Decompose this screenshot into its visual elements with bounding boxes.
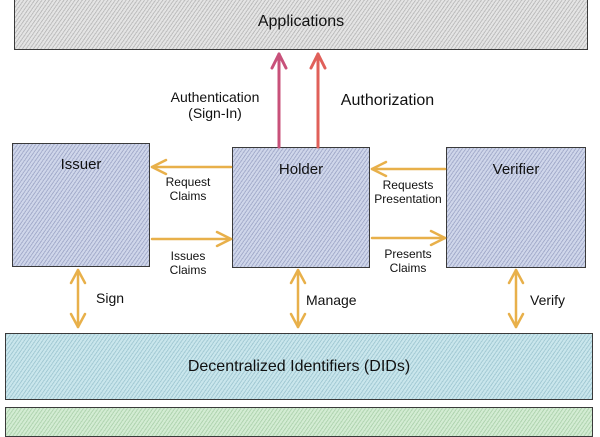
authentication-arrow [270,52,288,149]
sign-arrow [69,268,87,329]
issuer-box: Issuer [12,143,150,267]
holder-title: Holder [278,161,324,178]
holder-box: Holder [232,147,370,268]
authorization-arrow [309,52,327,149]
verify-label: Verify [530,292,566,308]
authentication-label: Authentication (Sign-In) [170,89,260,121]
presents-claims-arrow [370,229,447,247]
verify-arrow [507,268,525,329]
manage-label: Manage [306,292,357,308]
applications-title: Applications [257,13,345,30]
verifier-title: Verifier [492,161,540,178]
applications-layer: Applications [14,0,588,50]
authorization-label: Authorization [340,92,435,109]
bottom-layer [5,407,593,437]
presents-claims-label: Presents Claims [384,247,432,275]
requests-presentation-label: Requests Presentation [374,178,442,206]
verifier-box: Verifier [446,147,586,268]
dids-layer: Decentralized Identifiers (DIDs) [5,333,593,400]
issuer-title: Issuer [60,156,102,173]
dids-title: Decentralized Identifiers (DIDs) [187,358,411,375]
sign-label: Sign [96,290,125,306]
issues-claims-label: Issues Claims [169,249,207,277]
manage-arrow [289,268,307,329]
request-claims-label: Request Claims [165,175,211,203]
requests-presentation-arrow [370,160,447,178]
issues-claims-arrow [150,230,233,248]
request-claims-arrow [150,158,233,176]
